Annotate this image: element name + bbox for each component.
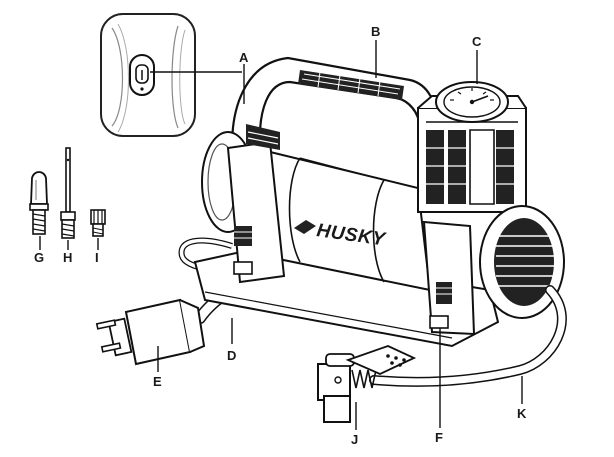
callout-c: C — [472, 34, 482, 49]
callout-g: G — [34, 250, 44, 265]
chuck-lever-grip — [386, 354, 406, 367]
top-grip-b — [298, 70, 404, 100]
hose-spring — [351, 369, 377, 389]
air-chuck-j — [317, 345, 417, 423]
callout-k: K — [517, 406, 527, 421]
callout-b: B — [371, 24, 380, 39]
motor-fan-cover — [479, 205, 565, 319]
callout-a: A — [239, 50, 249, 65]
leader-lines — [39, 40, 523, 430]
compressor-body: HUSKY — [193, 56, 565, 348]
callout-labels: A B C D E F G H I J K — [34, 24, 527, 447]
inflation-adapter-g — [29, 171, 49, 235]
power-plug-e — [95, 298, 206, 366]
callout-e: E — [153, 374, 162, 389]
pressure-gauge-c — [435, 81, 509, 123]
presta-adapter-i — [90, 209, 106, 237]
air-hose-k — [351, 285, 567, 389]
inflation-needle-h — [60, 147, 76, 239]
callout-j: J — [351, 432, 358, 447]
power-switch-icon — [129, 54, 155, 96]
switch-detail-inset — [100, 13, 242, 137]
callout-f: F — [435, 430, 443, 445]
callout-i: I — [95, 250, 99, 265]
callout-h: H — [63, 250, 72, 265]
callout-d: D — [227, 348, 236, 363]
